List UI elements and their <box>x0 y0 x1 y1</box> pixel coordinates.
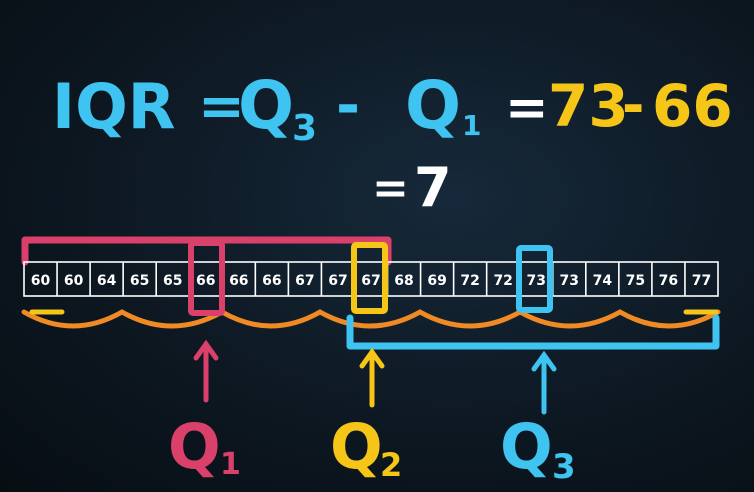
q1-label: Q 1 <box>168 410 241 483</box>
data-value-cell: 73 <box>526 273 545 289</box>
q3-value: 73 <box>548 72 629 140</box>
q1-subscript: 1 <box>462 109 481 142</box>
equals-sign: = <box>198 74 245 139</box>
data-value-cell: 65 <box>130 273 149 289</box>
q3-arrow <box>531 350 557 415</box>
data-value-cell: 67 <box>295 273 314 289</box>
iqr-label: IQR <box>52 70 176 143</box>
sorted-data-row: 60 60 64 65 65 66 66 66 67 67 67 68 69 72 72 73 73 74 75 76… <box>23 261 719 297</box>
q1-label-subscript: 1 <box>220 447 241 482</box>
q3-subscript: 3 <box>292 108 317 149</box>
q3-label: Q 3 <box>500 410 576 487</box>
q2-label: Q 2 <box>330 410 402 484</box>
q2-arrow <box>359 347 385 408</box>
iqr-result: = 7 <box>372 156 452 219</box>
data-value-cell: 74 <box>593 273 613 289</box>
q3-letter: Q <box>238 67 294 144</box>
q1-letter: Q <box>405 67 461 144</box>
data-value-cell: 77 <box>692 273 711 289</box>
data-value-cell: 68 <box>394 273 413 289</box>
data-value-cell: 67 <box>361 273 380 289</box>
grouping-arcs <box>21 309 721 329</box>
data-value-cell: 60 <box>31 273 51 289</box>
data-value-cell: 75 <box>626 273 645 289</box>
q2-label-subscript: 2 <box>380 446 402 484</box>
result-equals: = <box>372 163 409 214</box>
q1-highlight-box <box>188 240 225 316</box>
q1-arrow <box>193 339 219 403</box>
data-value-cell: 72 <box>460 273 479 289</box>
q2-highlight-box <box>351 242 388 314</box>
minus-sign-2: - <box>622 74 644 137</box>
q1-value: 66 <box>652 72 733 140</box>
equals-sign-2: = <box>505 78 549 138</box>
data-value-cell: 72 <box>493 273 512 289</box>
q3-highlight-box <box>516 245 553 313</box>
data-value-cell: 66 <box>196 273 215 289</box>
data-value-cell: 76 <box>659 273 678 289</box>
upper-half-bracket <box>346 314 720 350</box>
data-value-cell: 64 <box>97 273 117 289</box>
data-value-cell: 66 <box>229 273 248 289</box>
minus-sign: - <box>336 71 360 139</box>
q2-label-letter: Q <box>330 410 383 483</box>
data-value-cell: 67 <box>328 273 347 289</box>
q3-label-letter: Q <box>500 410 553 483</box>
data-value-cell: 69 <box>427 273 446 289</box>
data-value-cell: 73 <box>560 273 579 289</box>
data-value-cell: 60 <box>64 273 84 289</box>
iqr-formula: IQR = Q 3 - Q 1 = 73 - 66 <box>52 67 733 149</box>
q1-label-letter: Q <box>168 410 221 483</box>
result-value: 7 <box>414 156 452 219</box>
data-value-cell: 65 <box>163 273 182 289</box>
data-row-frame <box>23 261 719 297</box>
q3-label-subscript: 3 <box>552 447 576 487</box>
data-value-cell: 66 <box>262 273 281 289</box>
